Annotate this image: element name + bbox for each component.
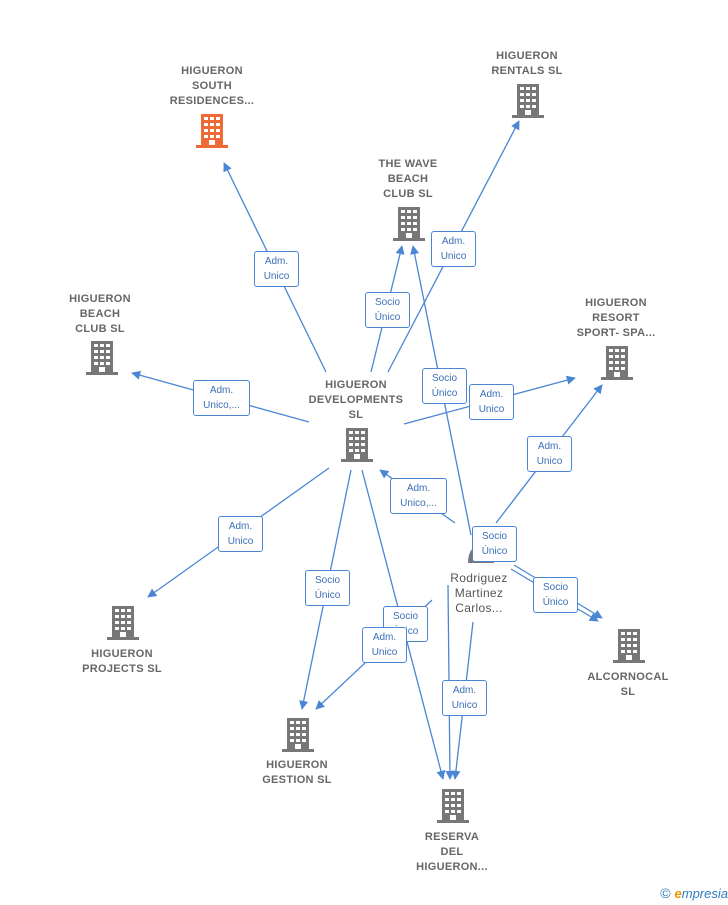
relation-label-line: Unico	[536, 456, 563, 467]
node-label-line: SL	[348, 409, 364, 421]
relation-label-line: Único	[314, 590, 341, 601]
node-label-line: BEACH	[387, 173, 429, 185]
relation-label[interactable]: Adm. Unico	[254, 251, 299, 287]
node-label-line: THE WAVE	[378, 158, 438, 170]
node-label-line: SL	[620, 686, 636, 698]
node-label-dev[interactable]: HIGUERON DEVELOPMENTS SL	[291, 378, 421, 423]
node-label-line: GESTION SL	[262, 774, 332, 786]
node-label-line: PROJECTS SL	[82, 663, 162, 675]
node-label-line: HIGUERON	[69, 293, 131, 305]
relation-label[interactable]: Adm. Unico	[442, 680, 487, 716]
relation-label-line: Socio	[374, 297, 400, 308]
node-label-line: HIGUERON	[325, 379, 387, 391]
node-label-south[interactable]: HIGUERON SOUTH RESIDENCES...	[147, 64, 277, 109]
node-label-alcornocal[interactable]: ALCORNOCAL SL	[563, 670, 693, 700]
relation-label-line: Adm.	[441, 236, 466, 247]
relation-label-line: Adm.	[372, 632, 397, 643]
relation-label-line: Unico	[263, 271, 290, 282]
relation-label[interactable]: Adm. Unico	[431, 231, 476, 267]
building-icon[interactable]	[601, 346, 633, 380]
node-label-line: Carlos...	[455, 601, 503, 615]
node-label-line: SPORT- SPA...	[576, 327, 656, 339]
relation-label-line: Adm.	[479, 389, 504, 400]
node-label-line: HIGUERON	[91, 648, 153, 660]
relation-label[interactable]: Adm. Unico	[527, 436, 572, 472]
building-icon[interactable]	[107, 606, 139, 640]
relation-label-line: Adm.	[264, 256, 289, 267]
building-icon[interactable]	[613, 629, 645, 663]
building-icon[interactable]	[512, 84, 544, 118]
relation-label-line: Unico,...	[400, 498, 437, 509]
building-icon[interactable]	[437, 789, 469, 823]
node-label-line: HIGUERON	[496, 50, 558, 62]
node-label-line: BEACH	[79, 308, 121, 320]
node-label-line: DEL	[440, 846, 464, 858]
relation-label-line: Unico	[371, 647, 398, 658]
relation-label-line: Unico	[440, 251, 467, 262]
node-label-projects[interactable]: HIGUERON PROJECTS SL	[57, 647, 187, 677]
node-label-rentals[interactable]: HIGUERON RENTALS SL	[462, 49, 592, 79]
node-label-line: HIGUERON	[585, 297, 647, 309]
relation-label-line: Adm.	[406, 483, 431, 494]
building-icon[interactable]	[341, 428, 373, 462]
relation-label-line: Socio	[392, 611, 418, 622]
relation-label-line: Único	[542, 597, 569, 608]
relation-label-line: Unico	[478, 404, 505, 415]
copyright-icon: ©	[660, 885, 671, 901]
relation-label[interactable]: Adm. Unico,...	[193, 380, 250, 416]
relation-label[interactable]: Adm. Unico	[469, 384, 514, 420]
node-label-line: Rodriguez	[450, 571, 508, 585]
relation-label-line: Adm.	[228, 521, 253, 532]
node-label-line: RESIDENCES...	[169, 95, 255, 107]
relation-label[interactable]: Adm. Unico	[218, 516, 263, 552]
node-label-line: RESORT	[592, 312, 640, 324]
node-label-line: ALCORNOCAL	[587, 671, 669, 683]
relation-label[interactable]: Adm. Unico,...	[390, 478, 447, 514]
node-label-reserva[interactable]: RESERVA DEL HIGUERON...	[387, 830, 517, 875]
node-label-resort[interactable]: HIGUERON RESORT SPORT- SPA...	[551, 296, 681, 341]
building-icon[interactable]	[196, 114, 228, 148]
relation-label-line: Único	[481, 546, 508, 557]
relation-label-line: Socio	[314, 575, 340, 586]
relation-label-line: Adm.	[452, 685, 477, 696]
node-label-line: HIGUERON	[181, 65, 243, 77]
relation-label-line: Unico,...	[203, 400, 240, 411]
relation-label-line: Único	[431, 388, 458, 399]
node-label-line: RESERVA	[424, 831, 480, 843]
node-label-line: CLUB SL	[75, 323, 125, 335]
building-icon[interactable]	[86, 341, 118, 375]
relation-label-line: Único	[374, 312, 401, 323]
brand-name: mpresia	[681, 886, 728, 901]
relation-label[interactable]: Adm. Unico	[362, 627, 407, 663]
node-label-line: CLUB SL	[383, 188, 433, 200]
node-label-line: HIGUERON	[266, 759, 328, 771]
building-icon[interactable]	[282, 718, 314, 752]
node-label-line: Martinez	[454, 586, 504, 600]
relation-label-line: Unico	[227, 536, 254, 547]
node-label-line: HIGUERON...	[416, 861, 488, 873]
relation-label-line: Socio	[431, 373, 457, 384]
node-label-wave[interactable]: THE WAVE BEACH CLUB SL	[343, 157, 473, 202]
relation-label-line: Unico	[451, 700, 478, 711]
node-label-line: SOUTH	[192, 80, 232, 92]
building-icon[interactable]	[393, 207, 425, 241]
node-label-line: RENTALS SL	[491, 65, 563, 77]
relation-label-line: Adm.	[537, 441, 562, 452]
relation-label-line: Socio	[542, 582, 568, 593]
relation-label-line: Socio	[481, 531, 507, 542]
empresia-brand[interactable]: ©empresia	[660, 885, 728, 901]
relation-label-line: Adm.	[209, 385, 234, 396]
node-label-beach[interactable]: HIGUERON BEACH CLUB SL	[35, 292, 165, 337]
node-label-gestion[interactable]: HIGUERON GESTION SL	[232, 758, 362, 788]
brand-logo-e: e	[674, 886, 682, 901]
node-label-line: DEVELOPMENTS	[308, 394, 404, 406]
